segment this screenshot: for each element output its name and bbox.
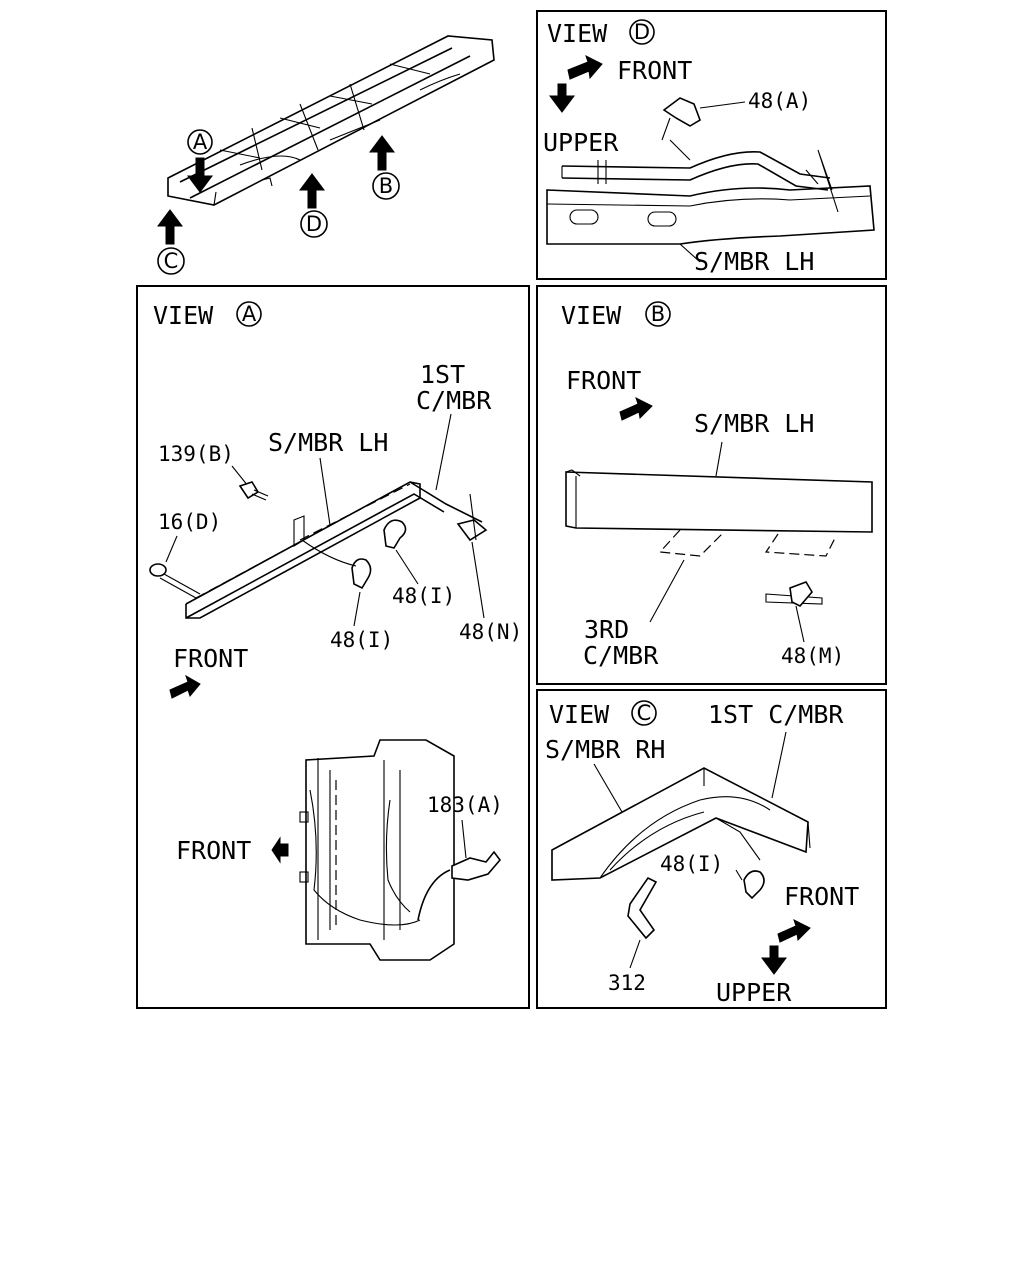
view-d-marker: D (634, 20, 650, 44)
view-c-marker: C (637, 701, 652, 725)
view-c-member-label: S/MBR RH (545, 735, 665, 764)
marker-d-label: D (306, 212, 322, 236)
view-c-crossmember-label: 1ST C/MBR (708, 700, 844, 729)
front-arrow-icon (169, 674, 201, 699)
arrow-up-c-icon (157, 209, 183, 245)
view-d-front-label: FRONT (617, 56, 692, 85)
front-arrow-icon (777, 919, 811, 943)
view-d-panel: VIEW D FRONT UPPER 48(A) S/MBR LH (536, 10, 887, 280)
view-b-panel: VIEW B FRONT S/MBR LH 3RD C/MBR 48(M) (536, 285, 887, 685)
clip-48i-upper (383, 519, 407, 549)
view-c-panel: VIEW C 1ST C/MBR S/MBR RH 48(I) 312 FRON… (536, 689, 887, 1009)
bracket-183a (451, 850, 502, 881)
arrow-up-b-icon (369, 135, 395, 171)
marker-c-label: C (164, 249, 179, 273)
crossmember-1st (551, 767, 809, 881)
view-d-clip-callout: 48(A) (748, 89, 811, 113)
view-b-member-label: S/MBR LH (694, 409, 814, 438)
view-c-upper-label: UPPER (716, 978, 792, 1007)
chassis-rails (179, 47, 471, 199)
marker-d-circle (300, 210, 328, 238)
view-b-crossmember-1: 3RD (584, 615, 629, 644)
view-b-marker: B (651, 302, 665, 326)
view-a-front-lower: FRONT (176, 836, 251, 865)
view-c-front-label: FRONT (784, 882, 859, 911)
clip-48i-lower (351, 558, 372, 590)
marker-b-circle (372, 172, 400, 200)
view-c-clip-label: 48(I) (660, 852, 723, 876)
view-a-marker-circle (236, 301, 262, 327)
marker-c-circle (157, 247, 185, 275)
front-left-arrow-icon (271, 836, 289, 864)
chassis-details (239, 73, 461, 166)
marker-a-circle (187, 129, 213, 155)
front-arrow-icon (619, 397, 653, 421)
view-a-clip-right-label: 48(N) (459, 620, 522, 644)
bracket-312 (627, 876, 658, 940)
marker-b-label: B (379, 174, 393, 198)
view-a-panel: VIEW A 1ST C/MBR S/MBR LH 139(B) 16(D) (136, 285, 530, 1009)
view-a-front-upper: FRONT (173, 644, 248, 673)
chassis-outline (167, 35, 495, 206)
view-c-title: VIEW (549, 700, 610, 729)
view-a-frame (136, 285, 530, 1009)
view-b-crossmember-2: C/MBR (583, 641, 659, 670)
pipe-lower (561, 163, 829, 191)
view-a-clip-upper-label: 48(I) (392, 584, 455, 608)
view-a-crossmember-2: C/MBR (416, 386, 492, 415)
view-a-member-label: S/MBR LH (268, 428, 388, 457)
view-a-bolt-label: 139(B) (158, 442, 234, 466)
clip-48n (456, 519, 488, 542)
marker-a-label: A (193, 130, 208, 154)
view-d-upper-label: UPPER (543, 128, 619, 157)
chassis-crossmembers (219, 63, 431, 171)
arrow-down-a-icon (187, 157, 213, 193)
view-b-marker-circle (645, 301, 671, 327)
upper-arrow-icon (761, 945, 787, 975)
view-a-marker: A (242, 302, 257, 326)
view-b-clip-label: 48(M) (781, 644, 844, 668)
view-d-member-label: S/MBR LH (694, 247, 814, 276)
view-b-frame (536, 285, 887, 685)
view-d-marker-circle (629, 19, 655, 45)
view-a-bracket-label: 183(A) (427, 793, 503, 817)
view-c-frame (536, 689, 887, 1009)
arrow-up-d-icon (299, 173, 325, 209)
front-arrow-icon (567, 55, 603, 80)
upper-arrow-icon (549, 83, 575, 113)
third-crossmember-hidden (658, 529, 723, 557)
view-c-bracket-label: 312 (608, 971, 646, 995)
view-d-title: VIEW (547, 19, 608, 48)
view-d-frame (536, 10, 887, 280)
side-member-lh (546, 185, 875, 245)
view-a-title: VIEW (153, 301, 214, 330)
frame-overview: A B D C (157, 35, 495, 275)
eye-bolt-16d (149, 563, 167, 577)
view-a-crossmember-1: 1ST (420, 360, 465, 389)
pipe-upper (561, 151, 831, 179)
clip-48m (789, 581, 813, 607)
frame-rail-lower (305, 739, 455, 961)
view-a-eyebolt-label: 16(D) (158, 510, 221, 534)
view-a-clip-lower-label: 48(I) (330, 628, 393, 652)
side-member-lh-box (565, 471, 873, 533)
view-c-marker-circle (631, 700, 657, 726)
view-b-front-label: FRONT (566, 366, 641, 395)
clip-48i (743, 870, 765, 900)
clip-48a (662, 97, 701, 127)
view-b-title: VIEW (561, 301, 622, 330)
